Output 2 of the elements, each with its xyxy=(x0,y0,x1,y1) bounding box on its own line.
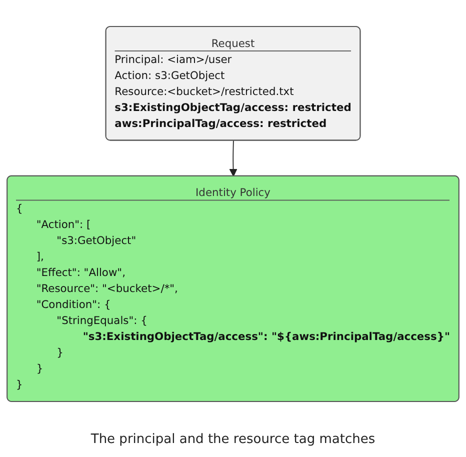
arrow xyxy=(229,140,238,177)
caption: The principal and the resource tag matches xyxy=(90,431,376,449)
